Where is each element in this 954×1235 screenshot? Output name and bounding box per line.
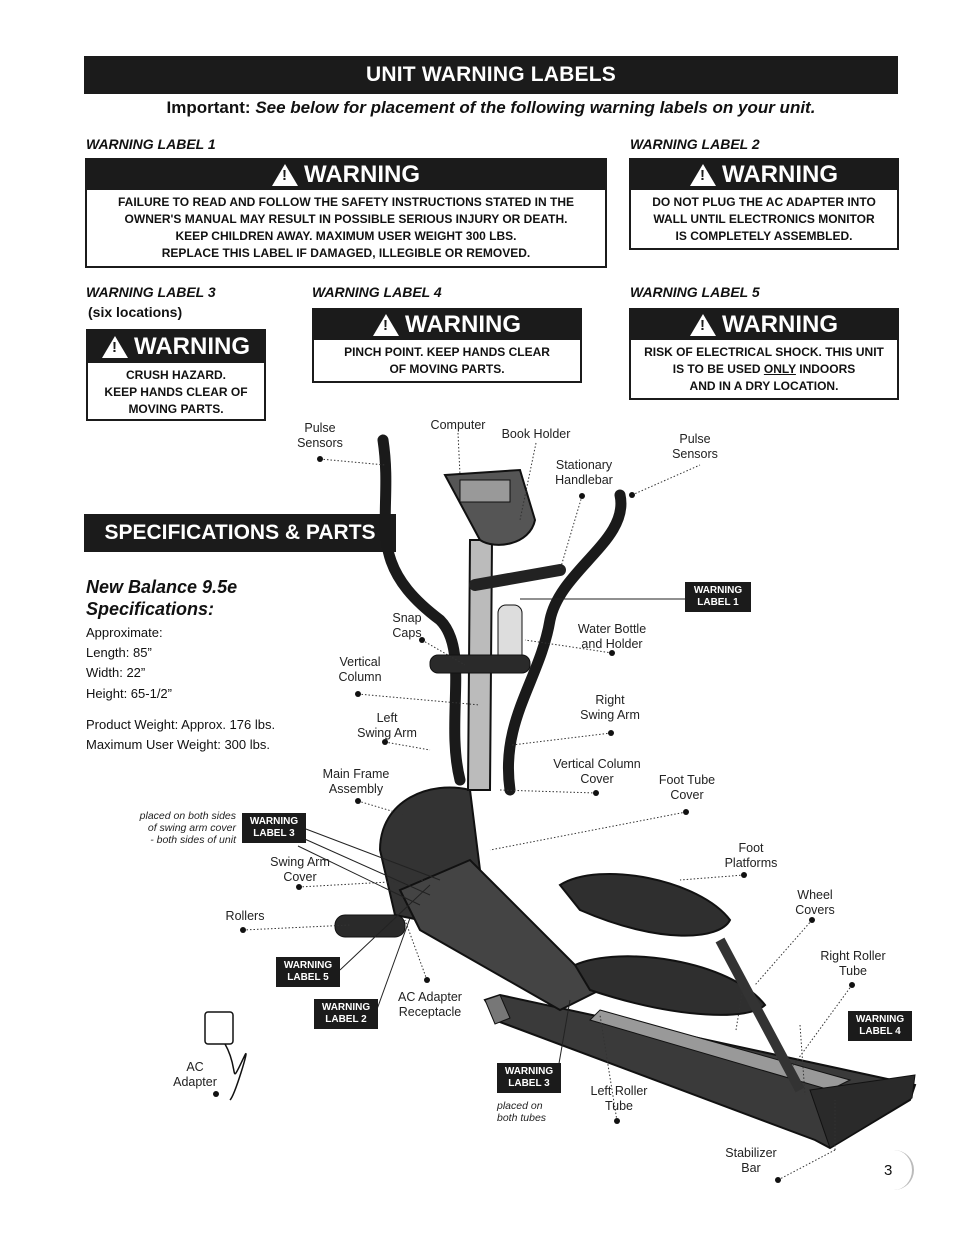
label-water-bottle: Water Bottle and Holder	[577, 622, 647, 651]
warning-label-5-heading: ! WARNING	[631, 310, 897, 340]
warning-label-3-title: WARNING LABEL 3	[86, 284, 216, 300]
tag-warning-label-5: WARNING LABEL 5	[276, 957, 340, 987]
warning-label-3-text: CRUSH HAZARD. KEEP HANDS CLEAR OF MOVING…	[104, 368, 248, 416]
warning-label-5-text-b: INDOORS AND IN A DRY LOCATION.	[689, 362, 856, 393]
label-left-swing-arm: Left Swing Arm	[357, 711, 417, 740]
warning-label-4-heading: ! WARNING	[314, 310, 580, 340]
label-computer: Computer	[430, 418, 486, 432]
label-ac-adapter: AC Adapter	[173, 1060, 217, 1089]
section-title-warning-labels: UNIT WARNING LABELS	[84, 56, 898, 94]
note-both-sides: placed on both sides of swing arm cover …	[139, 810, 236, 846]
warning-label-1-text: FAILURE TO READ AND FOLLOW THE SAFETY IN…	[118, 195, 574, 260]
spec-width: Width: 22”	[86, 665, 146, 680]
leader-dots	[213, 456, 855, 1183]
label-book-holder: Book Holder	[501, 427, 571, 441]
warning-label-4-text: PINCH POINT. KEEP HANDS CLEAR OF MOVING …	[344, 345, 550, 376]
section-title-specifications: SPECIFICATIONS & PARTS	[84, 514, 396, 552]
spec-max-weight: Maximum User Weight: 300 lbs.	[86, 737, 270, 752]
important-prefix: Important:	[166, 98, 251, 117]
warning-triangle-icon: !	[690, 164, 716, 186]
spec-product-weight: Product Weight: Approx. 176 lbs.	[86, 717, 276, 732]
label-stabilizer-bar: Stabilizer Bar	[725, 1146, 777, 1175]
label-pulse-sensors-left: Pulse Sensors	[297, 421, 343, 450]
label-right-swing-arm: Right Swing Arm	[580, 693, 640, 722]
label-vertical-column: Vertical Column	[338, 655, 382, 684]
spec-approx: Approximate:	[86, 625, 163, 640]
warning-label-5: ! WARNING RISK OF ELECTRICAL SHOCK. THIS…	[629, 308, 899, 400]
warning-label-2: ! WARNING DO NOT PLUG THE AC ADAPTER INT…	[629, 158, 899, 250]
important-text: See below for placement of the following…	[255, 98, 816, 117]
warning-triangle-icon: !	[690, 314, 716, 336]
label-wheel-covers: Wheel Covers	[795, 888, 835, 917]
warning-label-3-subtitle: (six locations)	[88, 304, 183, 320]
warning-label-3: ! WARNING CRUSH HAZARD. KEEP HANDS CLEAR…	[86, 329, 266, 421]
label-rollers: Rollers	[225, 909, 265, 923]
warning-heading-text: WARNING	[304, 161, 420, 188]
tag-warning-label-1: WARNING LABEL 1	[685, 582, 751, 612]
page-number-tab: 3	[876, 1150, 914, 1190]
label-pulse-sensors-right: Pulse Sensors	[672, 432, 718, 461]
label-foot-platforms: Foot Platforms	[724, 841, 778, 870]
warning-label-4: ! WARNING PINCH POINT. KEEP HANDS CLEAR …	[312, 308, 582, 383]
warning-label-5-title: WARNING LABEL 5	[630, 284, 760, 300]
warning-triangle-icon: !	[272, 164, 298, 186]
warning-label-3-heading: ! WARNING	[88, 331, 264, 363]
tag-lines	[297, 598, 685, 1076]
tag-warning-label-3a: WARNING LABEL 3	[242, 813, 306, 843]
page-number: 3	[884, 1162, 893, 1179]
important-note: Important: See below for placement of th…	[84, 98, 898, 118]
warning-label-2-text: DO NOT PLUG THE AC ADAPTER INTO WALL UNT…	[652, 195, 876, 243]
warning-heading-text: WARNING	[722, 161, 838, 188]
spec-length: Length: 85”	[86, 645, 152, 660]
warning-label-5-text: RISK OF ELECTRICAL SHOCK. THIS UNIT IS T…	[631, 340, 897, 399]
tag-warning-label-4: WARNING LABEL 4	[848, 1011, 912, 1041]
warning-label-4-title: WARNING LABEL 4	[312, 284, 442, 300]
label-left-roller-tube: Left Roller Tube	[590, 1084, 648, 1113]
label-ac-adapter-receptacle: AC Adapter Receptacle	[398, 990, 462, 1019]
warning-label-1: ! WARNING FAILURE TO READ AND FOLLOW THE…	[85, 158, 607, 268]
label-right-roller-tube: Right Roller Tube	[820, 949, 886, 978]
warning-label-5-text-underlined: ONLY	[763, 362, 796, 376]
warning-heading-text: WARNING	[134, 333, 250, 360]
warning-label-2-title: WARNING LABEL 2	[630, 136, 760, 152]
spec-model-title: New Balance 9.5e Specifications:	[86, 577, 238, 619]
spec-height: Height: 65-1/2”	[86, 686, 172, 701]
note-both-tubes: placed on both tubes	[497, 1100, 547, 1124]
warning-heading-text: WARNING	[405, 311, 521, 338]
tag-warning-label-3b: WARNING LABEL 3	[497, 1063, 561, 1093]
label-vertical-column-cover: Vertical Column Cover	[553, 757, 641, 786]
leader-lines	[242, 432, 853, 1181]
warning-label-1-title: WARNING LABEL 1	[86, 136, 216, 152]
label-main-frame: Main Frame Assembly	[322, 767, 390, 796]
machine-drawing	[204, 434, 917, 1150]
warning-label-1-heading: ! WARNING	[87, 160, 605, 190]
label-snap-caps: Snap Caps	[392, 611, 422, 640]
label-stationary-handlebar: Stationary Handlebar	[555, 458, 613, 487]
warning-label-2-heading: ! WARNING	[631, 160, 897, 190]
warning-label-5-text-a: RISK OF ELECTRICAL SHOCK. THIS UNIT IS T…	[644, 345, 884, 376]
tag-warning-label-2: WARNING LABEL 2	[314, 999, 378, 1029]
label-swing-arm-cover: Swing Arm Cover	[270, 855, 330, 884]
label-foot-tube-cover: Foot Tube Cover	[658, 773, 716, 802]
warning-triangle-icon: !	[373, 314, 399, 336]
warning-heading-text: WARNING	[722, 311, 838, 338]
warning-triangle-icon: !	[102, 336, 128, 358]
